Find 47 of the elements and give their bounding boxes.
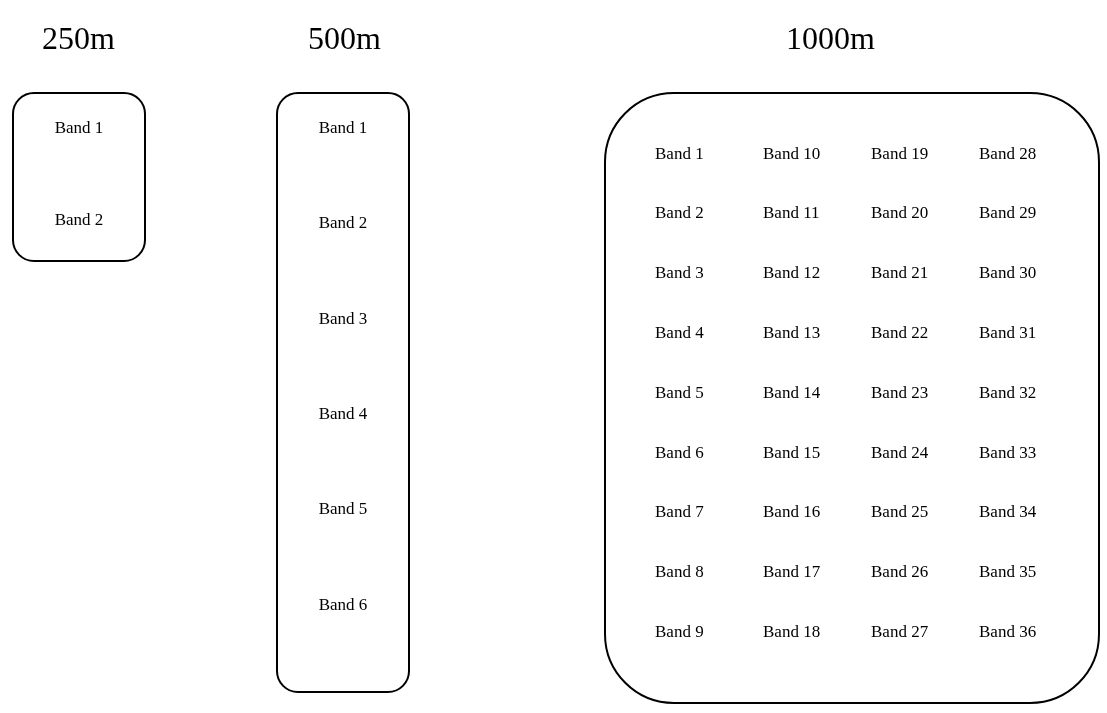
band-label: Band 21 bbox=[871, 263, 930, 284]
band-label: Band 30 bbox=[979, 263, 1038, 284]
band-label: Band 13 bbox=[763, 323, 822, 344]
band-label: Band 33 bbox=[979, 442, 1038, 463]
band-label: Band 20 bbox=[871, 203, 930, 224]
band-label: Band 16 bbox=[763, 502, 822, 523]
column-heading: 1000m bbox=[786, 22, 875, 54]
band-label: Band 2 bbox=[54, 209, 104, 230]
band-label: Band 35 bbox=[979, 562, 1038, 583]
band-label: Band 1 bbox=[54, 118, 104, 139]
band-label: Band 1 bbox=[318, 118, 368, 139]
band-label: Band 23 bbox=[871, 382, 930, 404]
band-label: Band 27 bbox=[871, 621, 930, 643]
band-label: Band 7 bbox=[655, 502, 705, 523]
band-label: Band 36 bbox=[979, 621, 1038, 643]
band-label: Band 5 bbox=[655, 382, 705, 404]
band-label: Band 29 bbox=[979, 203, 1038, 224]
band-label: Band 9 bbox=[655, 621, 705, 643]
band-label: Band 6 bbox=[318, 594, 368, 615]
band-label: Band 17 bbox=[763, 562, 822, 583]
band-label: Band 26 bbox=[871, 562, 930, 583]
band-label: Band 22 bbox=[871, 323, 930, 344]
band-label: Band 2 bbox=[655, 203, 705, 224]
band-label: Band 18 bbox=[763, 621, 822, 643]
band-label: Band 3 bbox=[318, 308, 368, 329]
band-label: Band 24 bbox=[871, 442, 930, 463]
column-heading: 500m bbox=[308, 22, 381, 54]
band-label: Band 8 bbox=[655, 562, 705, 583]
band-label: Band 6 bbox=[655, 442, 705, 463]
band-label: Band 2 bbox=[318, 213, 368, 234]
band-label: Band 25 bbox=[871, 502, 930, 523]
column-heading: 250m bbox=[42, 22, 115, 54]
band-label: Band 10 bbox=[763, 143, 822, 165]
band-label: Band 3 bbox=[655, 263, 705, 284]
band-label: Band 34 bbox=[979, 502, 1038, 523]
band-label: Band 4 bbox=[655, 323, 705, 344]
band-label: Band 32 bbox=[979, 382, 1038, 404]
band-label: Band 11 bbox=[763, 203, 821, 224]
band-label: Band 1 bbox=[655, 143, 705, 165]
band-label: Band 14 bbox=[763, 382, 822, 404]
band-label: Band 4 bbox=[318, 403, 368, 425]
band-label: Band 31 bbox=[979, 323, 1038, 344]
band-label: Band 15 bbox=[763, 442, 822, 463]
band-label: Band 12 bbox=[763, 263, 822, 284]
band-label: Band 5 bbox=[318, 499, 368, 520]
band-label: Band 19 bbox=[871, 143, 930, 165]
band-label: Band 28 bbox=[979, 143, 1038, 165]
